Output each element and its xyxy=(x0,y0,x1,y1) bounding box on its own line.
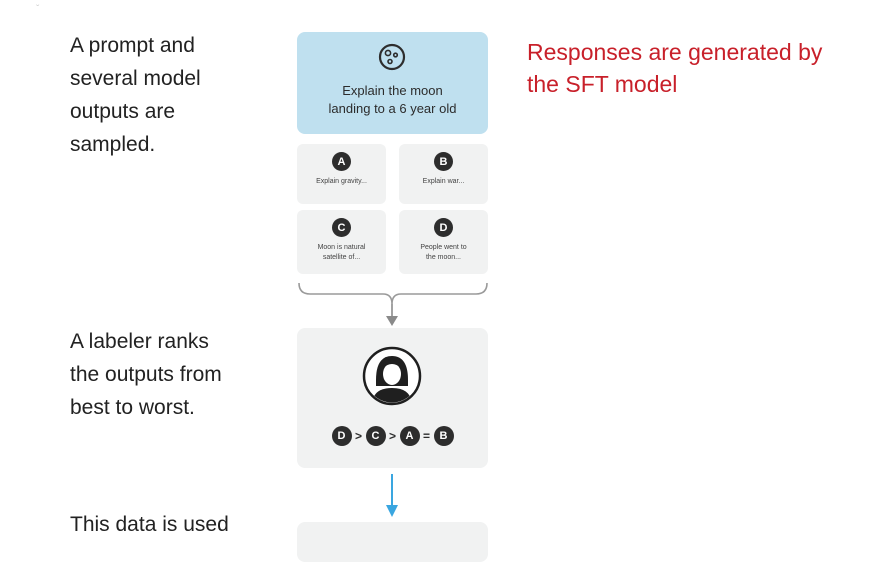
next-step-card xyxy=(297,522,488,562)
output-badge: A xyxy=(332,152,351,171)
output-badge: D xyxy=(434,218,453,237)
moon-icon xyxy=(377,42,407,77)
rank-badge: A xyxy=(399,426,420,446)
bracket-connector xyxy=(298,282,488,305)
gray-arrow-head xyxy=(386,316,398,326)
output-text: People went to the moon... xyxy=(420,244,467,261)
ranking-card: D > C > A = B xyxy=(297,328,488,468)
step-2-description: A labeler ranks the outputs from best to… xyxy=(70,330,222,419)
blue-arrow-head xyxy=(386,505,398,517)
connector-arrows xyxy=(298,282,488,517)
rank-badge: C xyxy=(365,426,386,446)
labeler-avatar-icon xyxy=(362,346,422,411)
output-badge: C xyxy=(332,218,351,237)
output-badge: B xyxy=(434,152,453,171)
rank-badge: D xyxy=(331,426,352,446)
output-card-b: B Explain war... xyxy=(399,144,488,204)
output-card-a: A Explain gravity... xyxy=(297,144,386,204)
output-text: Explain war... xyxy=(422,178,465,185)
rank-operator: = xyxy=(422,429,430,443)
prompt-text: Explain the moon landing to a 6 year old xyxy=(328,83,457,116)
step-1-description: A prompt and several model outputs are s… xyxy=(70,34,201,156)
prompt-card: Explain the moon landing to a 6 year old xyxy=(297,32,488,134)
output-text: Moon is natural satellite of... xyxy=(317,244,366,261)
step-3-description: This data is used xyxy=(70,513,229,536)
rank-operator: > xyxy=(354,429,362,443)
corner-mark: ˇ xyxy=(36,4,40,15)
output-card-d: D People went to the moon... xyxy=(399,210,488,274)
sft-annotation: Responses are generated by the SFT model xyxy=(527,39,823,97)
rank-badge: B xyxy=(433,426,454,446)
output-text: Explain gravity... xyxy=(316,178,367,185)
output-card-c: C Moon is natural satellite of... xyxy=(297,210,386,274)
ranking-order: D > C > A = B xyxy=(297,426,488,446)
rank-operator: > xyxy=(388,429,396,443)
